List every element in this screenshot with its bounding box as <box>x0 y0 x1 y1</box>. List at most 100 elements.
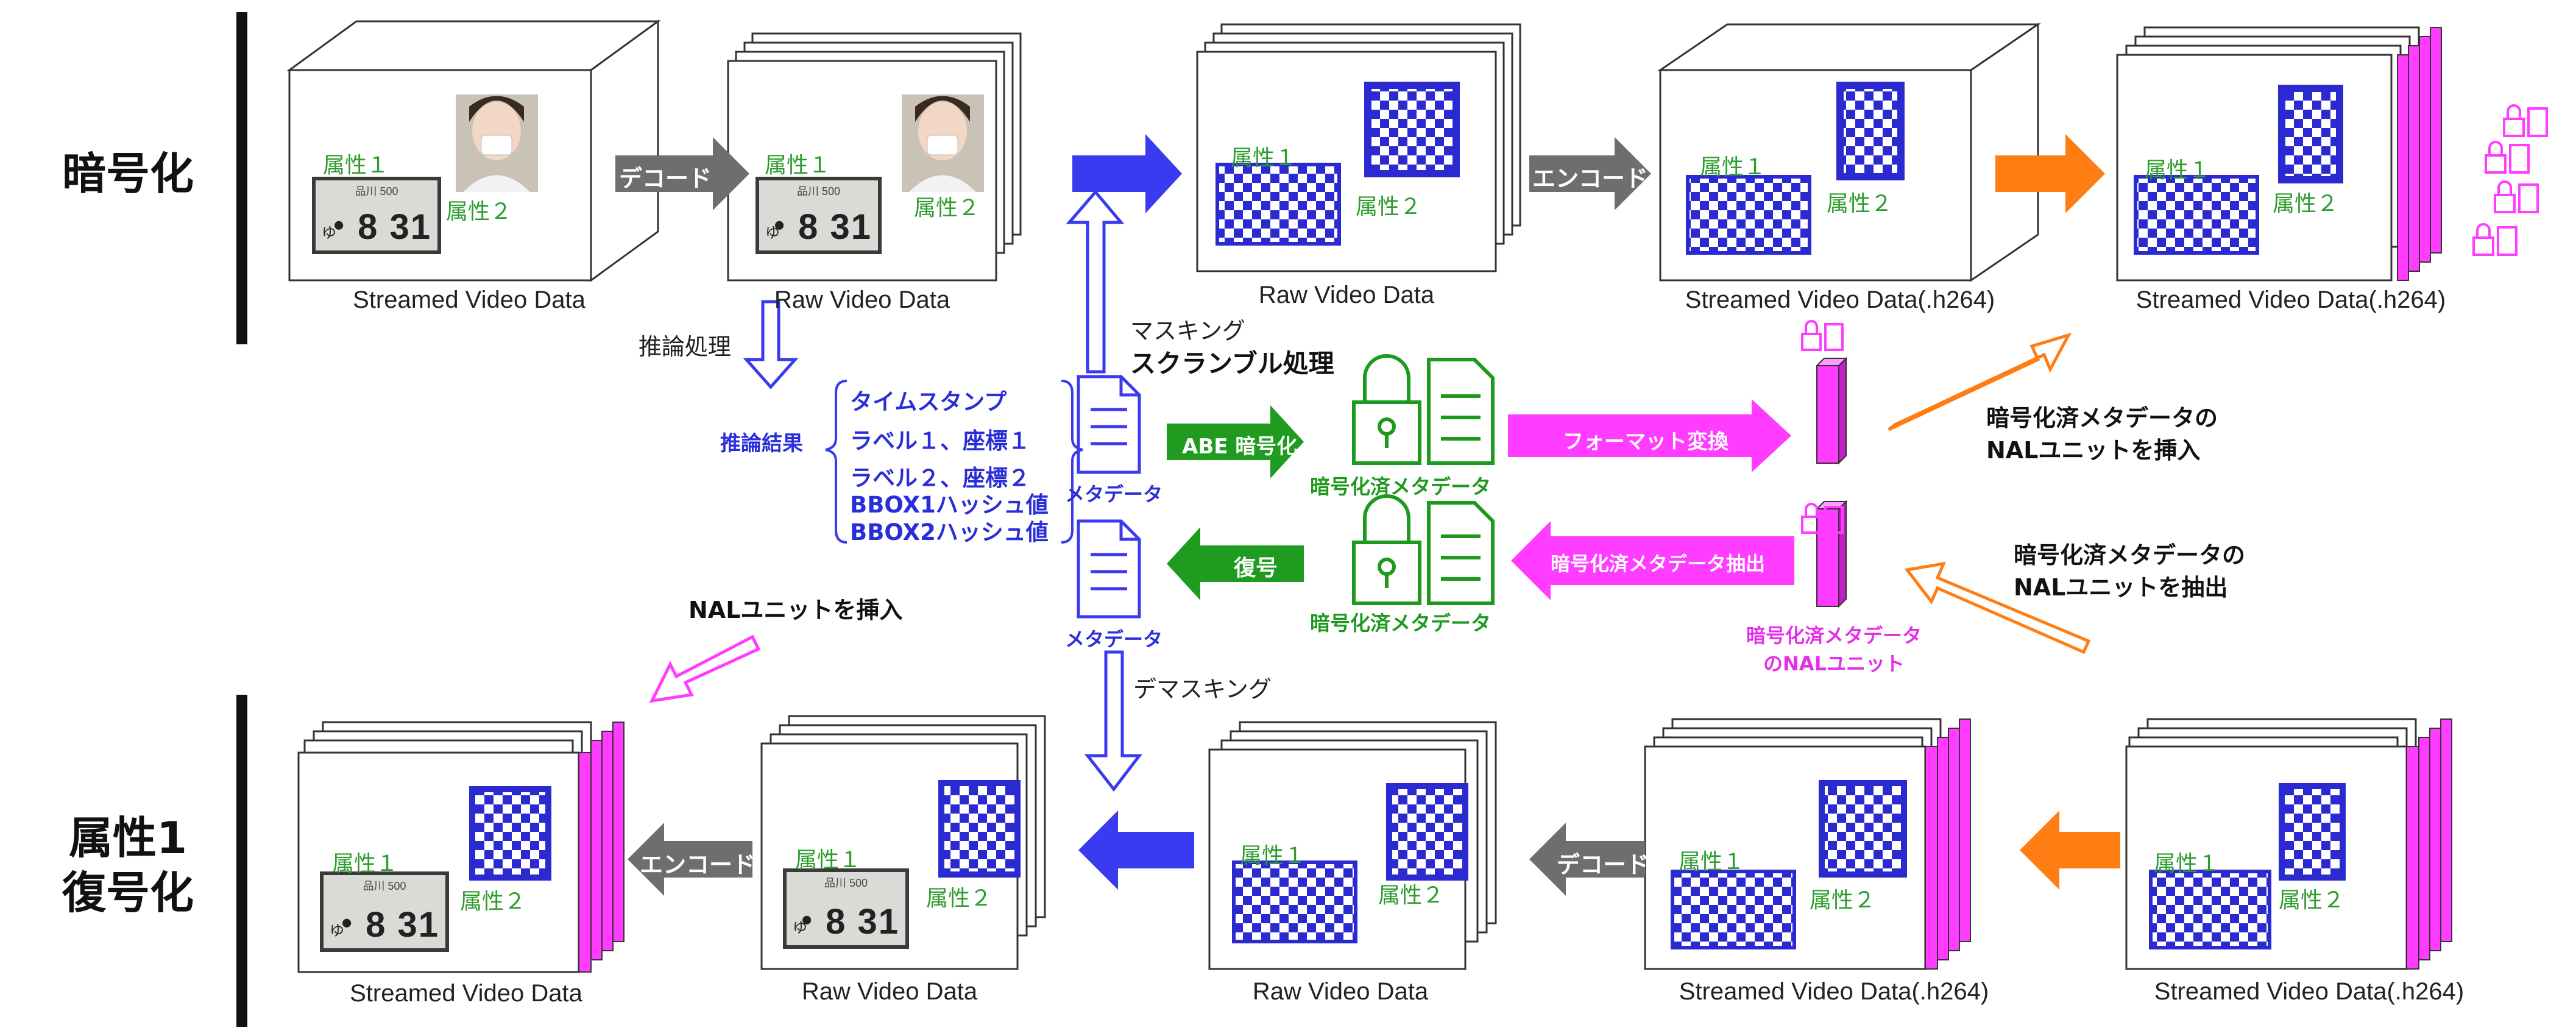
inference-items-list: タイムスタンプ ラベル１、座標１ ラベル２、座標２ BBOX1ハッシュ値 BBO… <box>850 385 1049 546</box>
attribute-1-label: 属性１ <box>2154 851 2220 876</box>
metadata-label: メタデータ <box>1065 628 1163 651</box>
masked-plate-patch <box>1686 175 1811 255</box>
lock-document-icon <box>2472 104 2548 256</box>
metadata-brace <box>1061 380 1083 544</box>
section-title-encrypt: 暗号化 <box>62 148 194 199</box>
caption-raw: Raw Video Data <box>1252 978 1429 1005</box>
attribute-2-label: 属性２ <box>926 886 993 911</box>
insert-nal-caption: 暗号化済メタデータの NALユニットを挿入 <box>1986 402 2218 467</box>
decode-label: デコード <box>1557 851 1650 878</box>
attribute-2-label: 属性２ <box>2279 888 2345 913</box>
caption-streamed-h264: Streamed Video Data(.h264) <box>1685 286 1995 313</box>
caption-raw: Raw Video Data <box>1258 282 1435 308</box>
scramble-label: スクランブル処理 <box>1130 349 1334 378</box>
masked-plate-patch <box>2134 175 2259 255</box>
attribute-1-label: 属性１ <box>1700 155 1766 180</box>
plate-hira: ゆ <box>330 923 344 939</box>
format-convert-arrow <box>1508 399 1791 472</box>
format-convert-label: フォーマット変換 <box>1563 430 1729 454</box>
plate-number: ・8 31 <box>762 207 872 247</box>
inference-process-label: 推論処理 <box>639 333 732 360</box>
attribute-2-label: 属性２ <box>1356 194 1422 219</box>
plate-number: ・8 31 <box>789 902 899 942</box>
abe-encrypt-label: ABE 暗号化 <box>1182 435 1298 459</box>
masking-arrow <box>1066 190 1125 374</box>
encrypted-metadata-label: 暗号化済メタデータ <box>1310 475 1491 498</box>
decode-label: デコード <box>619 165 712 192</box>
extract-nal-caption: 暗号化済メタデータの NALユニットを抽出 <box>2014 539 2245 604</box>
plate-region: 品川 500 <box>824 877 868 889</box>
encrypted-metadata-label: 暗号化済メタデータ <box>1310 611 1491 635</box>
face-photo-icon <box>902 94 984 192</box>
plate-hira: ゆ <box>322 225 336 241</box>
masked-plate-patch <box>1671 870 1796 949</box>
extract-metadata-label: 暗号化済メタデータ抽出 <box>1551 552 1766 575</box>
descramble-arrow-bottom <box>1078 811 1194 890</box>
plate-number: ・8 31 <box>321 207 431 247</box>
extract-nal-arrow <box>1904 561 2091 655</box>
decode-arrow-top <box>615 137 749 210</box>
encode-arrow-bottom <box>628 823 752 896</box>
inference-item: ラベル２、座標２ <box>850 465 1030 491</box>
caption-streamed: Streamed Video Data <box>350 980 582 1007</box>
demasking-label: デマスキング <box>1133 676 1272 703</box>
insert-nal-arrow <box>1888 332 2072 431</box>
insert-nal-arrow-bottom <box>649 634 761 703</box>
masked-plate-patch <box>1232 860 1357 943</box>
attribute-2-label: 属性２ <box>1827 191 1893 216</box>
inference-result-label: 推論結果 <box>720 431 803 456</box>
plate-region: 品川 500 <box>355 185 398 197</box>
decrypt-arrow <box>1167 527 1304 600</box>
attribute-1-label: 属性１ <box>1679 850 1745 875</box>
face-photo-icon <box>456 94 538 192</box>
masked-face-patch <box>1819 780 1907 878</box>
masked-face-patch <box>1836 82 1905 180</box>
document-icon <box>1077 519 1141 619</box>
document-icon <box>1427 358 1495 465</box>
masked-face-patch <box>469 786 551 881</box>
section-title-decrypt-line2: 復号化 <box>62 867 194 918</box>
lock-icon <box>1352 354 1421 465</box>
plate-region: 品川 500 <box>796 185 841 197</box>
attribute-2-label: 属性２ <box>1810 888 1876 913</box>
plate-hira: ゆ <box>765 225 780 241</box>
caption-streamed-h264: Streamed Video Data(.h264) <box>2135 286 2446 313</box>
attribute-2-label: 属性２ <box>446 199 512 224</box>
section-bar-encrypt <box>236 12 247 344</box>
extract-nal-line2: NALユニットを抽出 <box>2014 574 2228 601</box>
masked-plate-patch <box>1215 163 1341 246</box>
frame-top-1 <box>286 20 661 282</box>
insert-nal-short-label: NALユニットを挿入 <box>688 597 903 623</box>
inference-item: タイムスタンプ <box>850 389 1007 415</box>
nal-unit-label-line2: のNALユニット <box>1763 652 1905 675</box>
attribute-2-label: 属性２ <box>460 889 526 914</box>
metadata-label: メタデータ <box>1065 483 1163 506</box>
inference-arrow <box>743 300 799 389</box>
attribute-1-label: 属性１ <box>323 153 389 178</box>
caption-streamed-h264: Streamed Video Data(.h264) <box>2154 978 2465 1005</box>
encode-label: エンコード <box>1532 165 1649 192</box>
lock-icon <box>1352 494 1421 605</box>
masked-face-patch <box>2279 783 2346 881</box>
abe-encrypt-arrow <box>1167 405 1304 478</box>
caption-raw: Raw Video Data <box>801 978 978 1005</box>
extract-nal-line1: 暗号化済メタデータの <box>2014 542 2246 569</box>
nal-unit-label: 暗号化済メタデータ のNALユニット <box>1743 620 1925 676</box>
attribute-2-label: 属性２ <box>2273 191 2339 216</box>
nal-unit-label-line1: 暗号化済メタデータ <box>1746 624 1922 647</box>
caption-streamed: Streamed Video Data <box>353 286 586 313</box>
insert-nal-line1: 暗号化済メタデータの <box>1986 405 2218 431</box>
masked-face-patch <box>1386 783 1468 881</box>
masked-face-patch <box>2278 85 2343 183</box>
plate-region: 品川 500 <box>363 880 406 892</box>
license-plate: 品川 500 ゆ ・8 31 <box>755 177 882 254</box>
encode-label: エンコード <box>640 851 756 878</box>
attribute-2-label: 属性２ <box>914 196 980 221</box>
attribute-1-label: 属性１ <box>1240 843 1306 868</box>
license-plate: 品川 500 ゆ ・8 31 <box>783 868 909 949</box>
plate-number: ・8 31 <box>329 905 439 945</box>
inference-item: BBOX1ハッシュ値 <box>850 492 1049 519</box>
plate-hira: ゆ <box>793 920 807 936</box>
inference-item: ラベル１、座標１ <box>850 427 1030 454</box>
